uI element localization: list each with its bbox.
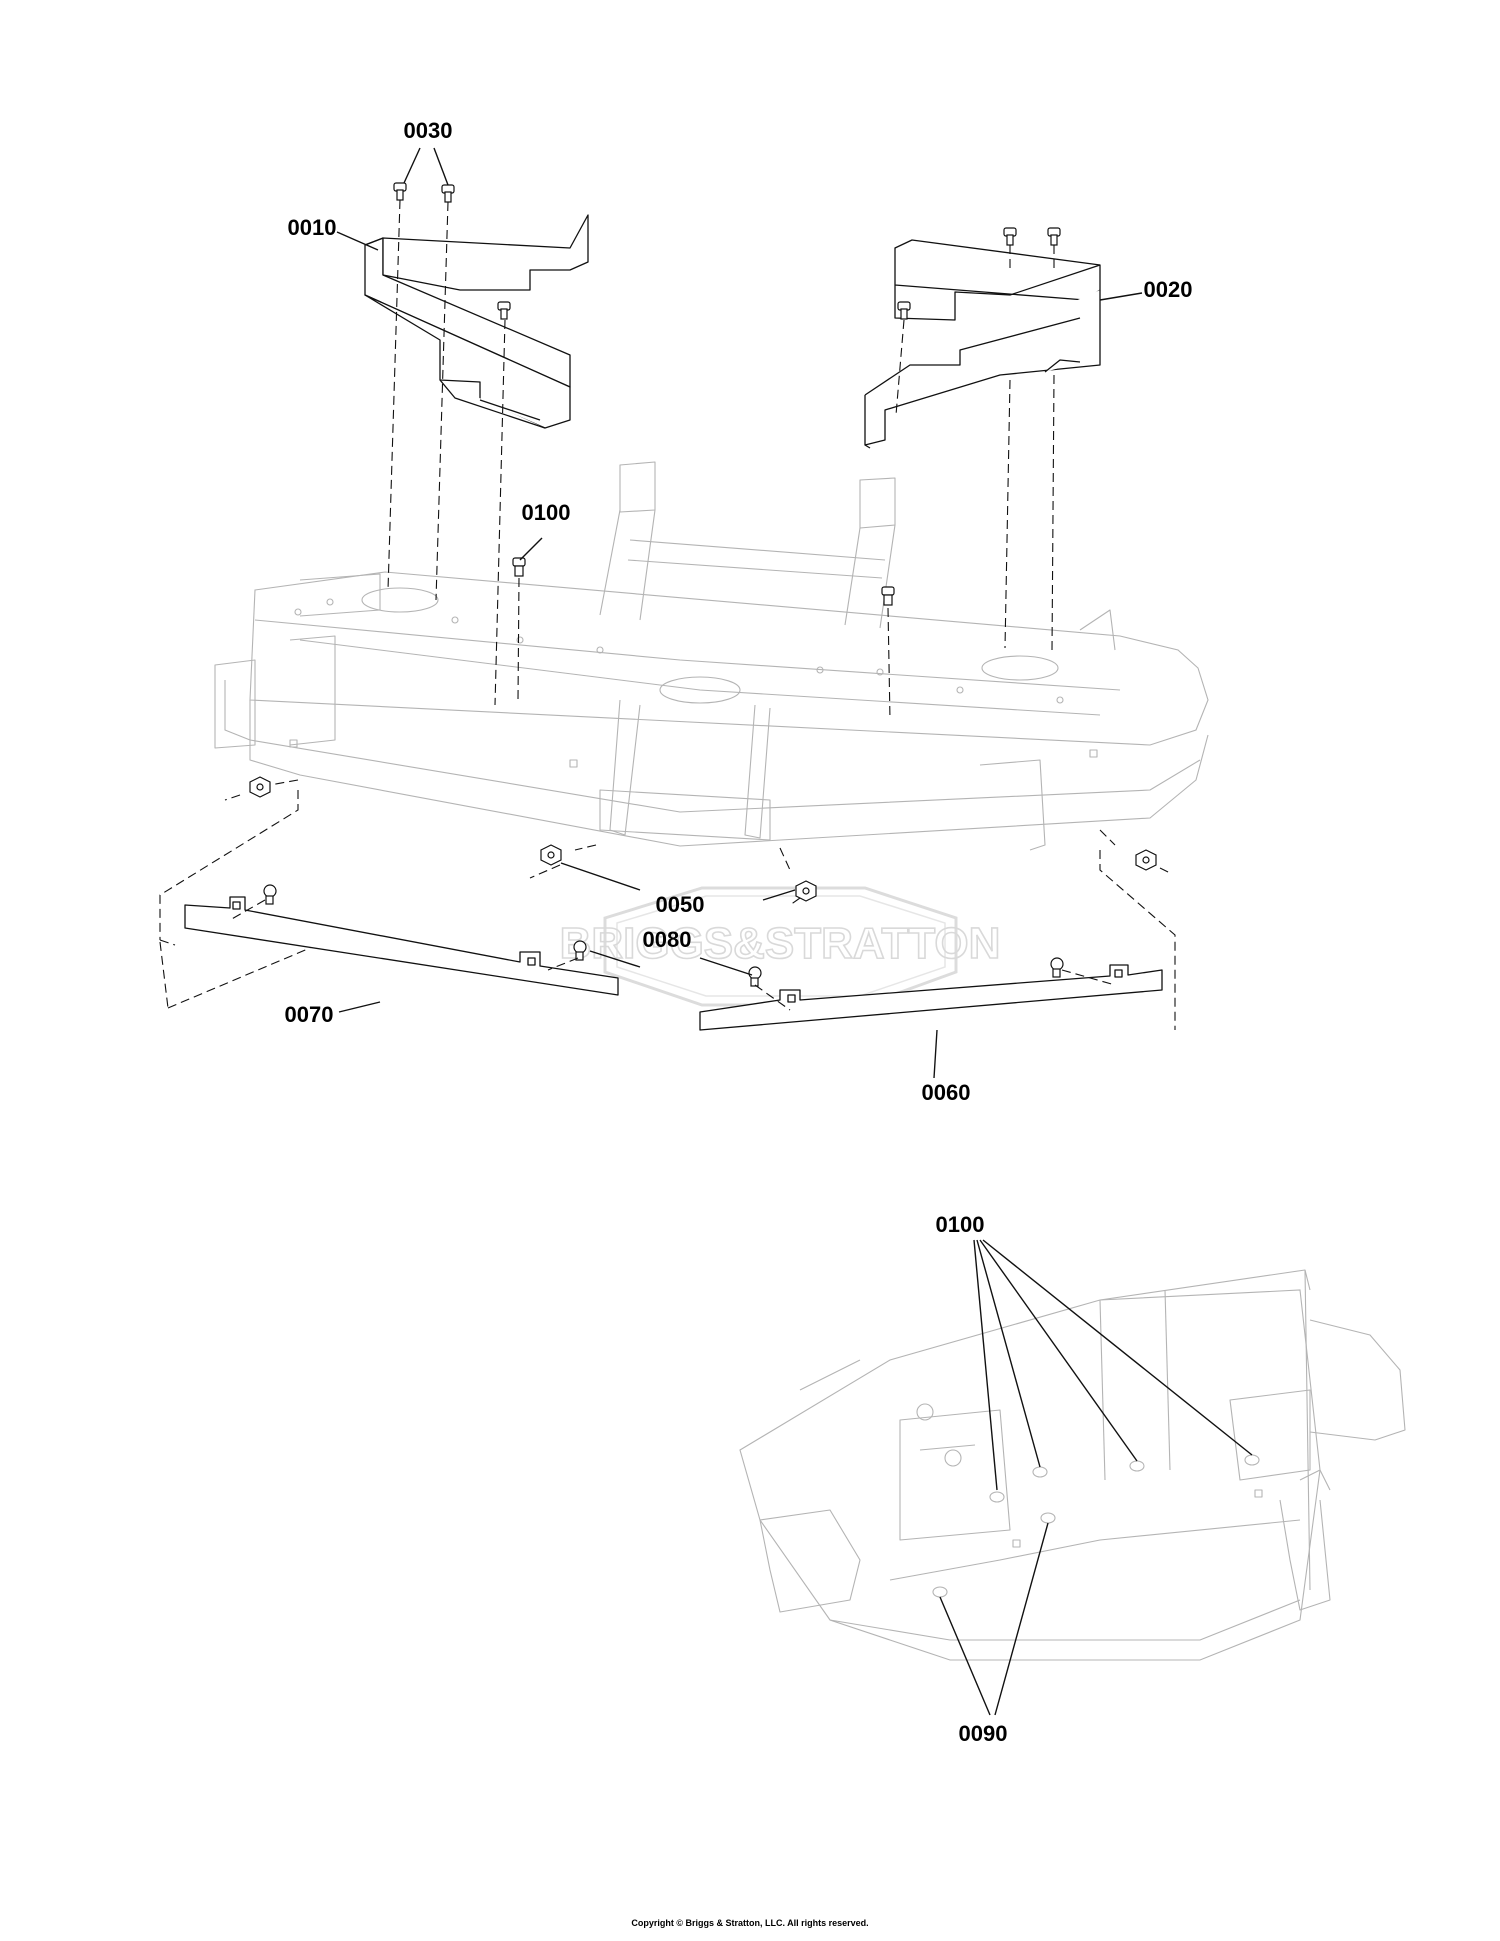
callout-labels: 0030 0010 0020 0100 0050 0080 0070 0060 … (285, 118, 1193, 1746)
callout-0020: 0020 (1144, 277, 1193, 302)
mower-deck (214, 461, 1209, 851)
bolt-0080-a (263, 884, 277, 905)
assembly-lines (159, 199, 1176, 1030)
baffle-right-0020 (864, 239, 1101, 449)
bolt-0020-side (897, 301, 911, 320)
watermark-text: BRIGGS&STRATTON (560, 919, 1001, 968)
callout-0100-detail: 0100 (936, 1212, 985, 1237)
callout-0060: 0060 (922, 1080, 971, 1105)
baffle-left-0010 (364, 214, 589, 429)
callout-0080: 0080 (643, 927, 692, 952)
plug-0100-a (512, 557, 526, 577)
detail-view (739, 1269, 1406, 1661)
callout-0070: 0070 (285, 1002, 334, 1027)
rail-left-0070 (184, 896, 619, 996)
bolt-group (263, 182, 1064, 987)
copyright-notice: Copyright © Briggs & Stratton, LLC. All … (631, 1918, 869, 1928)
rail-right-0060 (699, 964, 1163, 1031)
callout-0050: 0050 (656, 892, 705, 917)
callout-0030: 0030 (404, 118, 453, 143)
plug-0100-b (881, 586, 895, 606)
bolt-0080-b (573, 940, 587, 961)
bolt-0030-a (393, 182, 407, 201)
watermark-logo: BRIGGS&STRATTON (559, 886, 1001, 1007)
bolt-0020-b (1047, 227, 1061, 246)
nut-group-0050 (249, 776, 1157, 902)
callout-0090: 0090 (959, 1721, 1008, 1746)
bolt-0020-a (1003, 227, 1017, 246)
callout-0100-main: 0100 (522, 500, 571, 525)
bolt-0030-b (441, 184, 455, 203)
bolt-0010-top (497, 301, 511, 320)
bolt-0080-c (748, 966, 762, 987)
callout-0010: 0010 (288, 215, 337, 240)
bolt-0080-d (1050, 957, 1064, 978)
leader-lines (336, 147, 1253, 1716)
